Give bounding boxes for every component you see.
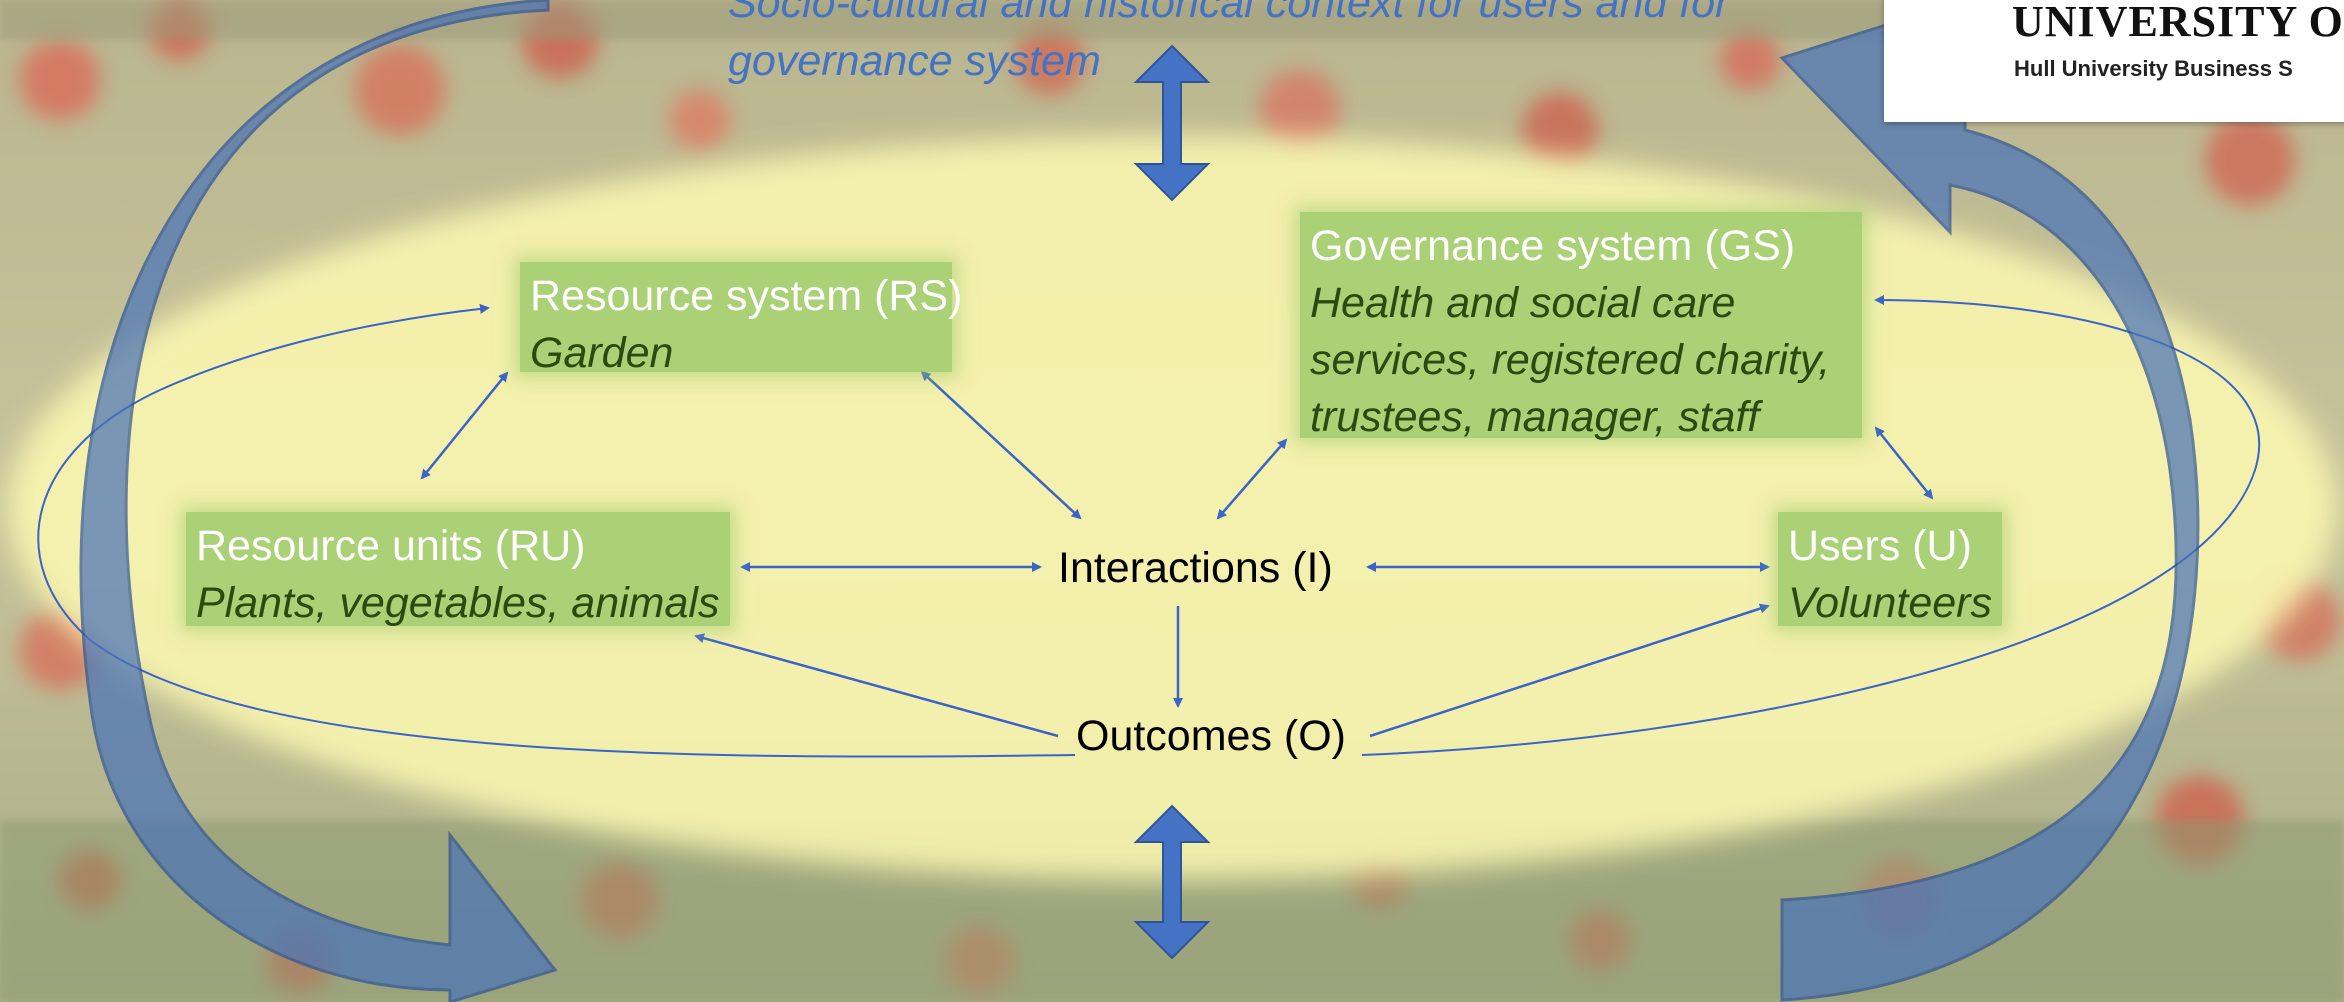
arrow-gs-interactions <box>1216 438 1288 520</box>
feedback-loop-right <box>1361 295 2261 756</box>
logo-subtitle: Hull University Business S <box>2014 56 2293 81</box>
context-ellipse <box>7 136 2337 880</box>
resource-units-subtitle: Plants, vegetables, animals <box>196 579 720 627</box>
governance-system-subtitle-3: trustees, manager, staff <box>1310 393 1760 441</box>
top-double-arrow <box>1133 44 1211 202</box>
arrow-gs-users <box>1874 426 1934 500</box>
resource-units-box: Resource units (RU) Plants, vegetables, … <box>186 512 730 627</box>
resource-system-subtitle: Garden <box>530 329 674 377</box>
context-label: Socio-cultural and historical context fo… <box>728 0 1828 90</box>
outcomes-label: Outcomes (O) <box>1076 712 1346 760</box>
bottom-double-arrow <box>1133 804 1211 960</box>
users-title: Users (U) <box>1788 522 1972 570</box>
arrow-rs-interactions <box>920 370 1082 520</box>
interactions-label: Interactions (I) <box>1058 544 1333 592</box>
arrow-outcomes-ru <box>694 633 1059 738</box>
resource-system-title: Resource system (RS) <box>530 272 963 320</box>
resource-system-box: Resource system (RS) Garden <box>520 262 963 377</box>
governance-system-title: Governance system (GS) <box>1310 222 1796 270</box>
governance-system-subtitle-1: Health and social care <box>1310 279 1736 327</box>
governance-system-box: Governance system (GS) Health and social… <box>1300 212 1862 441</box>
cycle-arrow-left <box>79 0 558 1002</box>
arrow-rs-ru <box>420 371 509 480</box>
feedback-loop-left <box>37 303 1076 758</box>
resource-units-title: Resource units (RU) <box>196 522 586 570</box>
logo-wordmark: UNIVERSITY OF HU <box>2012 0 2344 46</box>
arrow-outcomes-users <box>1369 603 1770 738</box>
context-line-2: governance system <box>728 37 1101 85</box>
users-subtitle: Volunteers <box>1788 579 1992 627</box>
university-logo: UNIVERSITY OF HU Hull University Busines… <box>1884 0 2344 122</box>
context-line-1: Socio-cultural and historical context fo… <box>728 0 1730 27</box>
cycle-arrow-right <box>1779 0 2200 1002</box>
governance-system-subtitle-2: services, registered charity, <box>1310 336 1831 384</box>
users-box: Users (U) Volunteers <box>1778 512 2002 627</box>
